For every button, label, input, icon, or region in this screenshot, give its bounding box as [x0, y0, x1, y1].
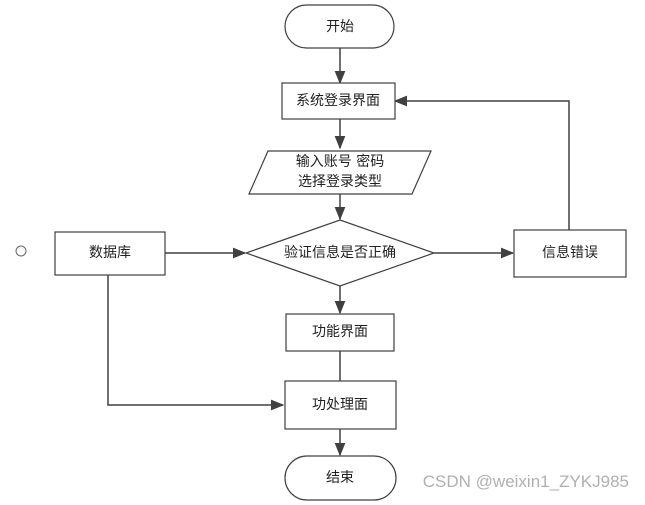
input-label-line2: 选择登录类型	[298, 174, 382, 190]
error-node	[513, 229, 627, 278]
input-node	[248, 150, 432, 195]
arrow-error-to-login	[393, 95, 570, 230]
verify-label: 验证信息是否正确	[284, 244, 396, 261]
start-node	[284, 4, 395, 49]
error-label: 信息错误	[542, 244, 598, 261]
function-screen-label: 功能界面	[312, 324, 368, 340]
process-screen-label: 功处理面	[312, 397, 368, 413]
watermark-text: CSDN @weixin1_ZYKJ985	[423, 472, 629, 491]
arrow-database-to-process	[107, 274, 285, 411]
login-screen-label: 系统登录界面	[296, 93, 380, 109]
end-node	[284, 455, 397, 501]
start-label: 开始	[326, 19, 354, 35]
login-screen-node	[281, 82, 396, 120]
function-screen-node	[285, 313, 395, 352]
verify-decision-node	[244, 219, 436, 287]
stray-circle-marker	[15, 245, 27, 257]
input-label-line1: 输入账号 密码	[296, 153, 384, 170]
end-label: 结束	[326, 470, 354, 486]
database-node	[54, 231, 166, 276]
database-label: 数据库	[89, 245, 131, 261]
process-screen-node	[284, 380, 397, 430]
